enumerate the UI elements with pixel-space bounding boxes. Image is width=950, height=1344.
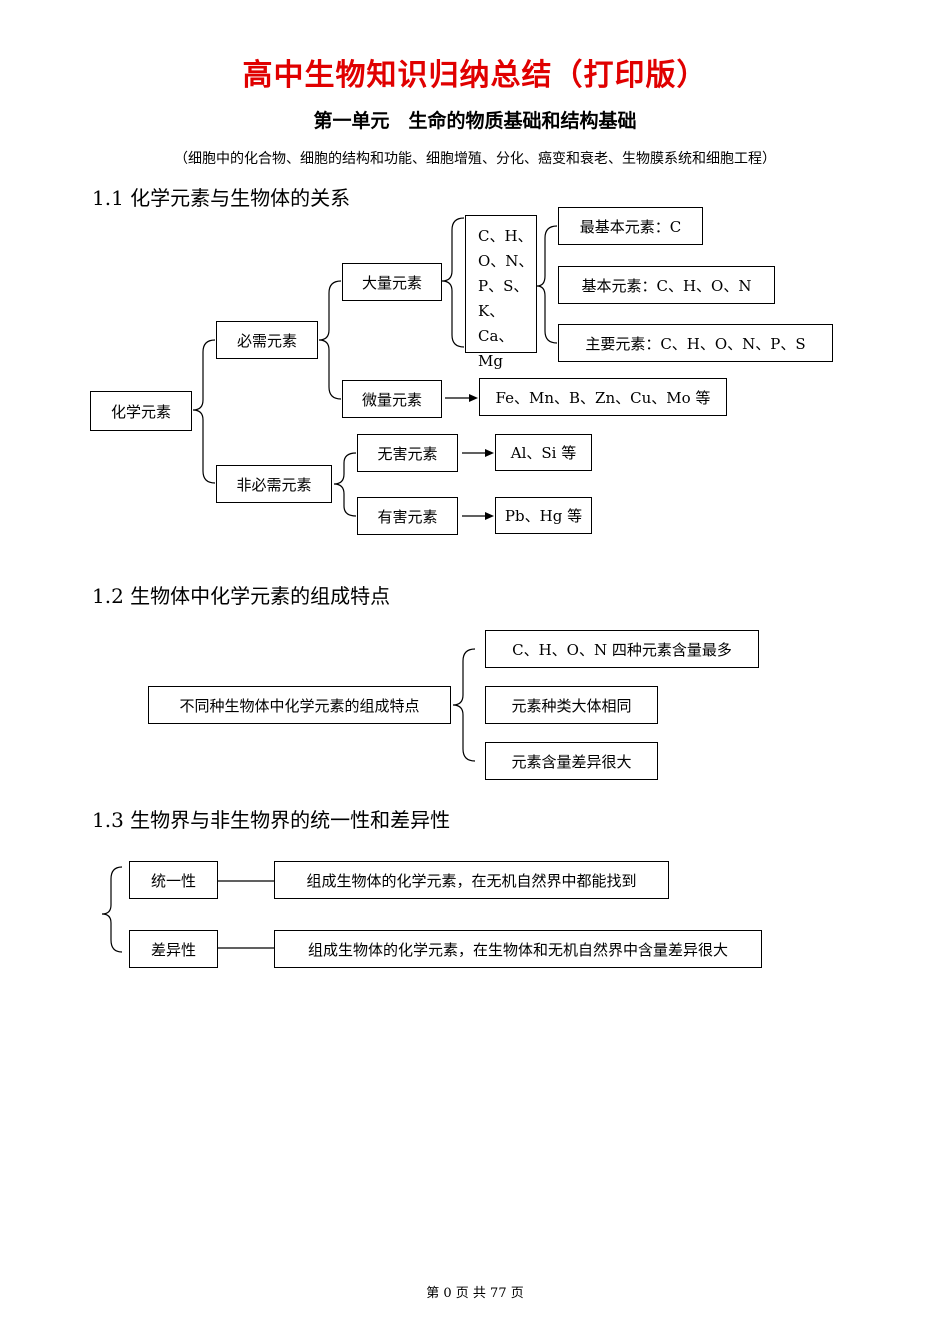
node-most-basic-element: 最基本元素：C bbox=[558, 207, 703, 245]
unit-title: 第一单元 生命的物质基础和结构基础 bbox=[313, 110, 637, 132]
node-micro-elements: 微量元素 bbox=[342, 380, 442, 418]
macro-element-line: P、S、 bbox=[478, 277, 529, 295]
macro-element-list: C、H、 O、N、 P、S、 K、Ca、 Mg bbox=[465, 215, 537, 370]
page-footer: 第 0 页 共 77 页 bbox=[426, 1286, 524, 1301]
node-difference-description: 组成生物体的化学元素，在生物体和无机自然界中含量差异很大 bbox=[274, 930, 762, 968]
section-1-2-heading: 1.2 生物体中化学元素的组成特点 bbox=[92, 584, 391, 608]
document-title: 高中生物知识归纳总结（打印版） bbox=[242, 58, 708, 93]
node-composition-features: 不同种生物体中化学元素的组成特点 bbox=[148, 686, 451, 724]
macro-element-line: O、N、 bbox=[478, 252, 534, 270]
section-1-1-heading: 1.1 化学元素与生物体的关系 bbox=[92, 186, 351, 210]
node-macro-elements: 大量元素 bbox=[342, 263, 442, 301]
node-feature-chon: C、H、O、N 四种元素含量最多 bbox=[485, 630, 759, 668]
macro-element-line: C、H、 bbox=[478, 227, 533, 245]
unit-subtitle: （细胞中的化合物、细胞的结构和功能、细胞增殖、分化、癌变和衰老、生物膜系统和细胞… bbox=[174, 151, 776, 167]
node-harmless-element-list: Al、Si 等 bbox=[495, 434, 592, 471]
node-main-elements: 主要元素：C、H、O、N、P、S bbox=[558, 324, 833, 362]
node-harmful-elements: 有害元素 bbox=[357, 497, 458, 535]
node-difference: 差异性 bbox=[129, 930, 218, 968]
macro-element-line: K、Ca、 bbox=[478, 302, 514, 345]
node-unity-description: 组成生物体的化学元素，在无机自然界中都能找到 bbox=[274, 861, 669, 899]
node-micro-element-list: Fe、Mn、B、Zn、Cu、Mo 等 bbox=[479, 378, 727, 416]
node-essential-elements: 必需元素 bbox=[216, 321, 318, 359]
node-unity: 统一性 bbox=[129, 861, 218, 899]
node-harmless-elements: 无害元素 bbox=[357, 434, 458, 472]
node-chemical-elements: 化学元素 bbox=[90, 391, 192, 431]
node-nonessential-elements: 非必需元素 bbox=[216, 465, 332, 503]
section-1-3-heading: 1.3 生物界与非生物界的统一性和差异性 bbox=[92, 808, 451, 832]
node-feature-content-differs: 元素含量差异很大 bbox=[485, 742, 658, 780]
macro-element-line: Mg bbox=[478, 352, 503, 370]
node-harmful-element-list: Pb、Hg 等 bbox=[495, 497, 592, 534]
node-basic-elements: 基本元素：C、H、O、N bbox=[558, 266, 775, 304]
node-feature-types-similar: 元素种类大体相同 bbox=[485, 686, 658, 724]
